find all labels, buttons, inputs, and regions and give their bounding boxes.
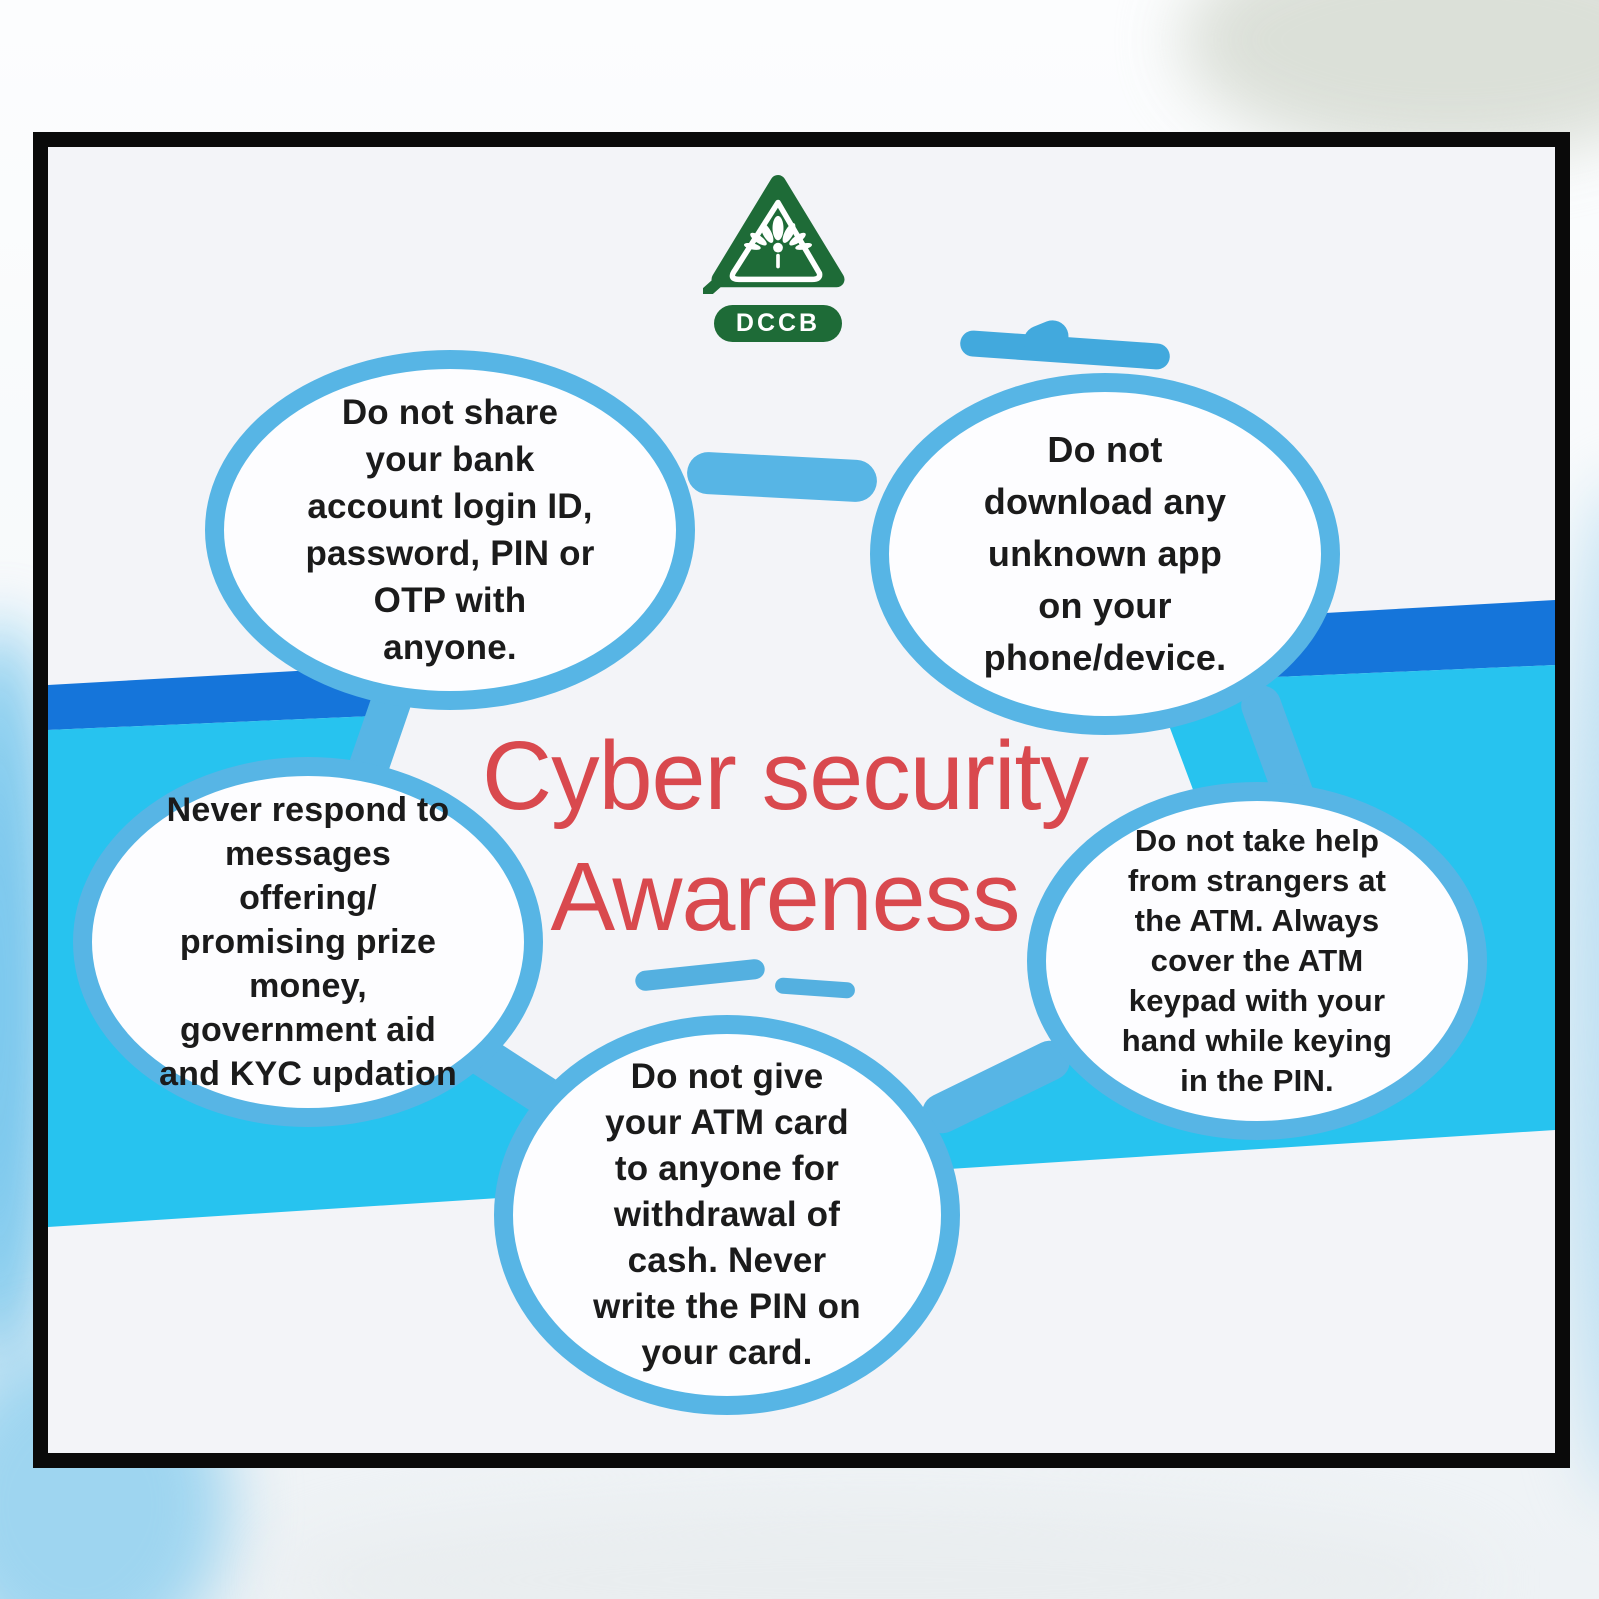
bubble-atm-card-text: Do not give your ATM card to anyone for …: [593, 1057, 861, 1372]
bubble-share-credentials: Do not share your bank account login ID,…: [205, 350, 695, 710]
poster-frame: [33, 132, 1570, 1468]
bubble-atm-strangers-text: Do not take help from strangers at the A…: [1121, 823, 1393, 1098]
page-title: Cyber security Awareness: [482, 721, 1089, 951]
dccb-logo-label: DCCB: [713, 305, 843, 342]
blur-bottom-gray: [280, 1500, 1480, 1599]
bubble-share-credentials-text: Do not share your bank account login ID,…: [305, 393, 595, 667]
bubble-atm-card: Do not give your ATM card to anyone for …: [494, 1015, 960, 1415]
bubble-unknown-apps-text: Do not download any unknown app on your …: [983, 429, 1227, 678]
bubble-unknown-apps: Do not download any unknown app on your …: [870, 373, 1340, 735]
poster-canvas: Do not share your bank account login ID,…: [48, 147, 1555, 1453]
bubble-scam-messages-text: Never respond to messages offering/ prom…: [159, 791, 457, 1093]
dccb-logo: DCCB: [688, 172, 868, 342]
dccb-triangle-lotus-icon: [700, 175, 845, 299]
